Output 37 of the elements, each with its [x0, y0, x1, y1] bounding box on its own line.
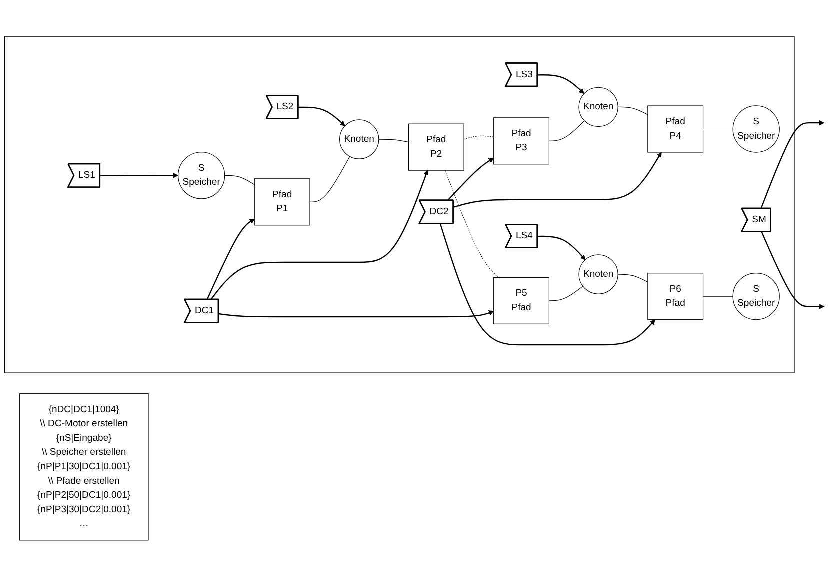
node-circle — [732, 273, 780, 320]
arrow — [210, 170, 429, 300]
arrow — [538, 74, 585, 94]
node-box — [494, 277, 550, 324]
connector — [464, 136, 494, 140]
arrow — [206, 219, 255, 300]
connector — [310, 156, 350, 202]
arrow — [761, 232, 825, 310]
cluster — [4, 36, 795, 374]
node-box — [494, 118, 550, 165]
node-box — [19, 394, 149, 541]
arrow — [453, 152, 662, 208]
node-circle — [178, 152, 226, 200]
arrow — [298, 106, 346, 126]
node-circle — [339, 120, 380, 160]
node-box — [648, 106, 704, 153]
connector — [618, 106, 648, 116]
connector — [224, 175, 255, 186]
node-box — [648, 273, 704, 320]
connector — [702, 128, 734, 130]
arrow — [447, 158, 494, 202]
node-circle — [578, 254, 618, 294]
arrow — [218, 310, 494, 318]
arrow — [440, 224, 656, 346]
connector — [378, 139, 409, 143]
connector — [548, 286, 584, 302]
node-circle — [732, 106, 780, 153]
connector — [548, 120, 585, 142]
node-box — [254, 178, 310, 226]
arrow — [760, 120, 825, 209]
connector — [702, 296, 734, 297]
connector — [618, 274, 648, 283]
arrow — [100, 173, 179, 178]
node-circle — [578, 87, 618, 128]
arrow — [538, 236, 586, 260]
node-box — [408, 124, 464, 171]
connector — [445, 170, 499, 278]
